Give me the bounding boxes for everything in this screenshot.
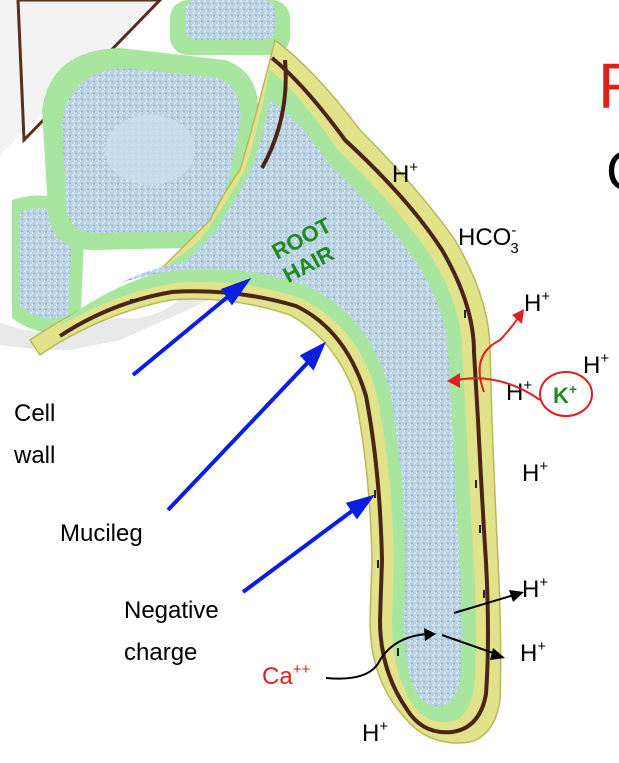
negative-charge-label-line1: Negative: [124, 597, 219, 624]
h-ion-far-right: H+: [583, 350, 609, 379]
cell-wall-label-line1: Cell: [14, 400, 55, 427]
h-ion-near-k: H+: [506, 377, 532, 406]
h-ion-lower-1: H+: [522, 574, 548, 603]
h-out-arrowhead: [512, 309, 524, 324]
h-ion-bottom: H+: [362, 718, 388, 747]
ca-ion: Ca++: [262, 661, 310, 690]
title-fragment-r: R: [598, 50, 619, 122]
h-ion-middle-right: H+: [522, 458, 548, 487]
cell-wall-label-line2: wall: [13, 442, 55, 469]
h-ion-upper-right: H+: [524, 288, 550, 317]
mucileg-label: Mucileg: [60, 520, 143, 547]
negative-charge-label-line2: charge: [124, 639, 197, 666]
title-fragment-c: C: [606, 139, 619, 202]
negative-charge-arrow: [243, 505, 360, 592]
hco3-ion: HCO-3: [458, 222, 519, 257]
h-ion-top: H+: [392, 159, 418, 188]
h-ion-lower-2: H+: [520, 638, 546, 667]
mucileg-arrow: [168, 356, 314, 510]
